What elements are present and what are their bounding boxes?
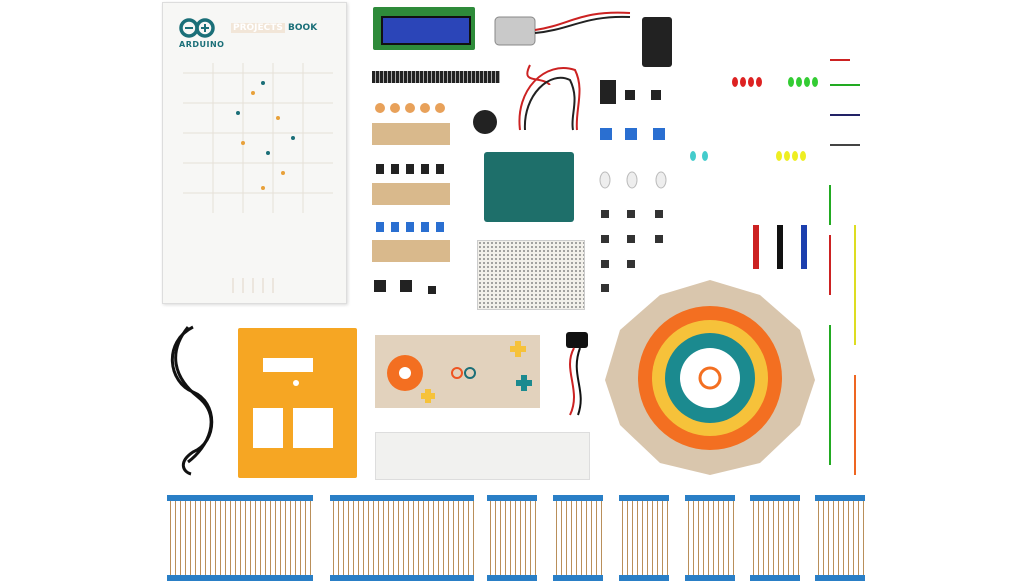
components-on-strips [374, 103, 445, 294]
book-title: PROJECTS BOOK [231, 23, 318, 33]
header-pins [372, 71, 500, 83]
resistor-pack [167, 495, 313, 581]
cardboard-controller [375, 335, 540, 408]
breadboard [477, 240, 585, 310]
controller-print [387, 341, 532, 403]
resistor-pack [815, 495, 865, 581]
zoetrope-mandala [605, 280, 815, 475]
motor-and-wires [494, 11, 672, 85]
orange-mounting-plate [238, 328, 357, 478]
capacitor-strip [372, 123, 450, 145]
plate-cutouts [253, 358, 333, 448]
resistor-pack [685, 495, 735, 581]
resistor-pack [330, 495, 474, 581]
projects-book: ARDUINO PROJECTS BOOK [162, 2, 347, 304]
lcd-display [373, 7, 475, 50]
battery-clip [566, 332, 588, 416]
book-brand: ARDUINO [179, 40, 225, 49]
capacitor-strip-blue [372, 240, 450, 262]
resistor-pack [750, 495, 800, 581]
usb-cable [170, 325, 214, 476]
led-diffuser-strip [375, 432, 590, 480]
arduino-logo-icon [179, 18, 215, 38]
resistor-pack [619, 495, 669, 581]
small-components [599, 77, 818, 292]
piezo-buzzer [473, 110, 497, 134]
book-cover-pattern [183, 63, 333, 293]
resistor-pack [553, 495, 603, 581]
arduino-uno-board [484, 152, 574, 222]
resistor-pack [487, 495, 537, 581]
jumper-wires [518, 67, 581, 131]
transistor-strip [372, 183, 450, 205]
jumper-wire-set [829, 59, 860, 475]
